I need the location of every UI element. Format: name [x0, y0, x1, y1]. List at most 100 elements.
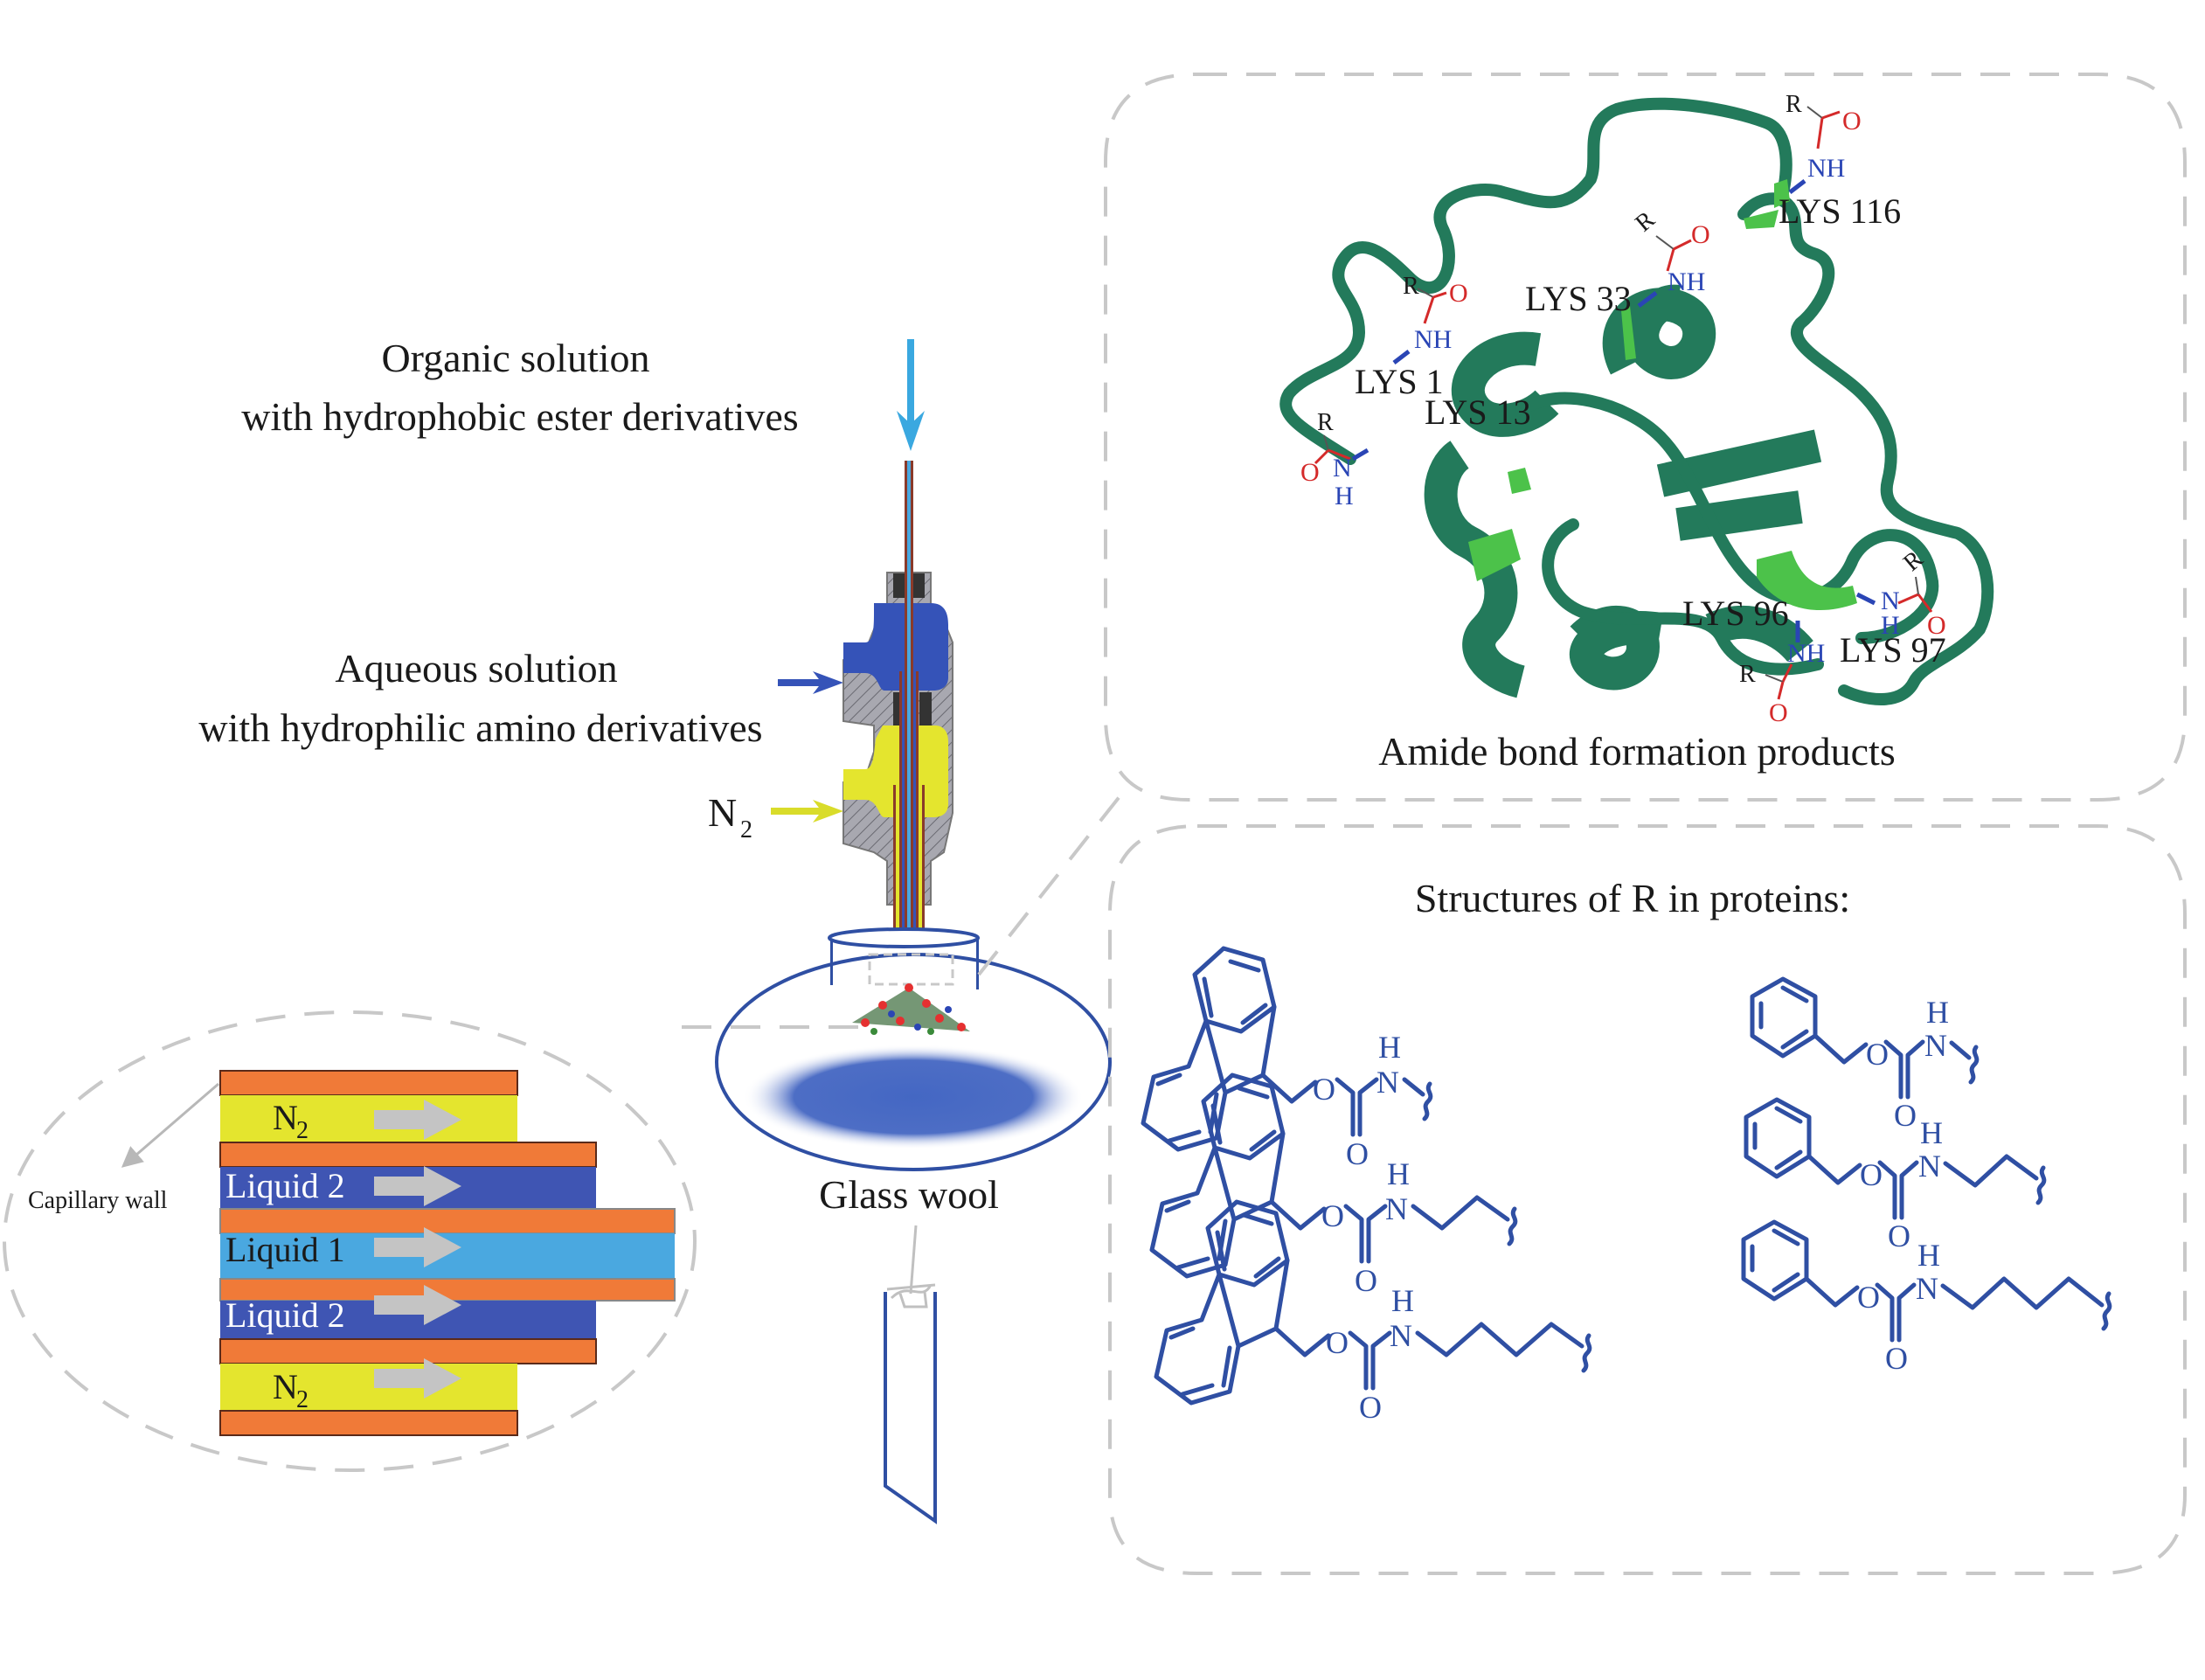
inner-capillary-wall-left [905, 461, 907, 937]
alpha-helix-5 [1705, 605, 1813, 663]
organic-solution-label: Organic solution with hydrophobic ester … [241, 336, 798, 439]
site-116-nh: NH [1807, 154, 1845, 183]
alkyl-chain [1411, 1195, 1510, 1231]
site-97-n: N [1881, 587, 1900, 615]
alpha-helix-1 [1602, 284, 1716, 379]
lysine-highlight [1508, 468, 1531, 494]
inner-capillary-lumen [907, 461, 911, 937]
inner-capillary-wall-right [911, 461, 913, 937]
aqueous-chamber [843, 603, 948, 691]
benzyl-ring [1750, 976, 1818, 1059]
structure-fmoc-4: O O N H [1154, 1199, 1592, 1425]
lysine-highlight [1621, 306, 1636, 360]
organic-label-line2: with hydrophobic ester derivatives [241, 394, 798, 439]
wavy-attachment [1507, 1206, 1518, 1246]
layer-label-liquid1: Liquid 1 [225, 1230, 345, 1269]
middle-capillary-right [916, 671, 919, 937]
organic-arrow-head [897, 411, 925, 451]
layer-gas-bottom [220, 1364, 517, 1411]
panel-leader-line [977, 785, 1129, 976]
nozzle-tip-highlight [868, 953, 954, 986]
atom-o: O [1321, 1198, 1344, 1233]
capillary-wall-label: Capillary wall [28, 1187, 168, 1214]
site-label-lys-97: LYS 97 [1840, 630, 1946, 670]
atom-h: H [1917, 1238, 1940, 1273]
layer-gas-top [220, 1095, 517, 1142]
atom-n: N [1376, 1065, 1399, 1100]
glass-wool-pointer [909, 1225, 918, 1295]
aqueous-inlet-arrow [778, 671, 843, 694]
spray-plume [743, 1045, 1084, 1149]
glass-wool-label: Glass wool [819, 1172, 999, 1217]
alkyl-chain [1415, 1322, 1584, 1357]
flow-arrow [374, 1358, 461, 1399]
deposited-particles [852, 983, 970, 1035]
atom-h: H [1378, 1030, 1401, 1065]
site-33-o: O [1691, 220, 1710, 249]
site-13-o: O [1300, 458, 1320, 487]
atom-o: O [1894, 1098, 1917, 1133]
site-label-lys-96: LYS 96 [1682, 594, 1789, 633]
layer-label-liquid2-bottom: Liquid 2 [225, 1295, 345, 1335]
beta-strand-2 [1675, 490, 1803, 541]
structure-cbz-4: O O N H [1741, 1219, 2112, 1376]
protein-panel-title: Amide bond formation products [1378, 729, 1896, 774]
site-96-r: R [1739, 661, 1756, 688]
top-seal-left [893, 573, 907, 598]
atom-o: O [1885, 1341, 1908, 1376]
alkyl-chain [1943, 1154, 2039, 1188]
gas-label-sub: 2 [740, 816, 752, 843]
site-33-nh: NH [1668, 267, 1705, 296]
site-13-h: H [1335, 482, 1354, 510]
flow-arrow [374, 1285, 461, 1325]
lysine-highlight [1774, 179, 1790, 208]
gas-inlet-arrow [771, 800, 843, 823]
alpha-helix-3 [1424, 441, 1526, 698]
site-label-lys-116: LYS 116 [1779, 191, 1901, 231]
structures-panel-title: Structures of R in proteins: [1415, 876, 1850, 920]
flow-arrows [374, 1100, 461, 1399]
alpha-helix-2 [1451, 331, 1559, 437]
site-1-o: O [1449, 279, 1468, 308]
capillary-wall-pointer [121, 1082, 219, 1168]
site-13-n: N [1333, 454, 1352, 482]
site-label-lys-33: LYS 33 [1525, 279, 1632, 318]
site-97-h: H [1881, 611, 1900, 640]
structure-fmoc-2: O O N H [1149, 1073, 1518, 1298]
layer-label-gas-bottom-sub: 2 [296, 1386, 309, 1413]
atom-n: N [1916, 1271, 1938, 1306]
atom-h: H [1387, 1156, 1410, 1191]
flask-neck-rim [828, 927, 980, 948]
atom-n: N [1385, 1191, 1408, 1226]
flask-stem [884, 1292, 937, 1524]
middle-capillary-left [899, 671, 902, 937]
site-label-lys-1: LYS 1 [1355, 362, 1444, 401]
top-seal-right [911, 573, 925, 598]
site-1-r: R [1403, 273, 1419, 300]
layer-label-gas-bottom: N [273, 1367, 298, 1406]
flow-arrow [374, 1100, 461, 1140]
layer-label-gas-top-sub: 2 [296, 1117, 309, 1144]
gas-label-main: N [708, 790, 737, 835]
organic-label-line1: Organic solution [381, 336, 649, 380]
atom-h: H [1391, 1283, 1414, 1318]
collector-flask: Glass wool [715, 927, 1112, 1524]
wavy-attachment [2035, 1165, 2047, 1205]
atom-h: H [1920, 1115, 1943, 1150]
atom-n: N [1924, 1028, 1947, 1063]
site-33-r: R [1630, 205, 1660, 237]
atom-o: O [1355, 1263, 1377, 1298]
middle-seal-right [919, 692, 932, 727]
flow-arrow [374, 1166, 461, 1206]
wavy-attachment [1968, 1045, 1980, 1085]
outer-capillary-right [922, 785, 925, 937]
inset-boundary [3, 1010, 697, 1472]
glass-wool-plug [886, 1283, 936, 1309]
site-116-o: O [1842, 107, 1862, 135]
site-116-r: R [1785, 91, 1802, 118]
wavy-attachment [1581, 1333, 1592, 1373]
atom-h: H [1926, 995, 1949, 1030]
atom-o: O [1326, 1325, 1349, 1360]
coaxial-nozzle [842, 461, 953, 937]
